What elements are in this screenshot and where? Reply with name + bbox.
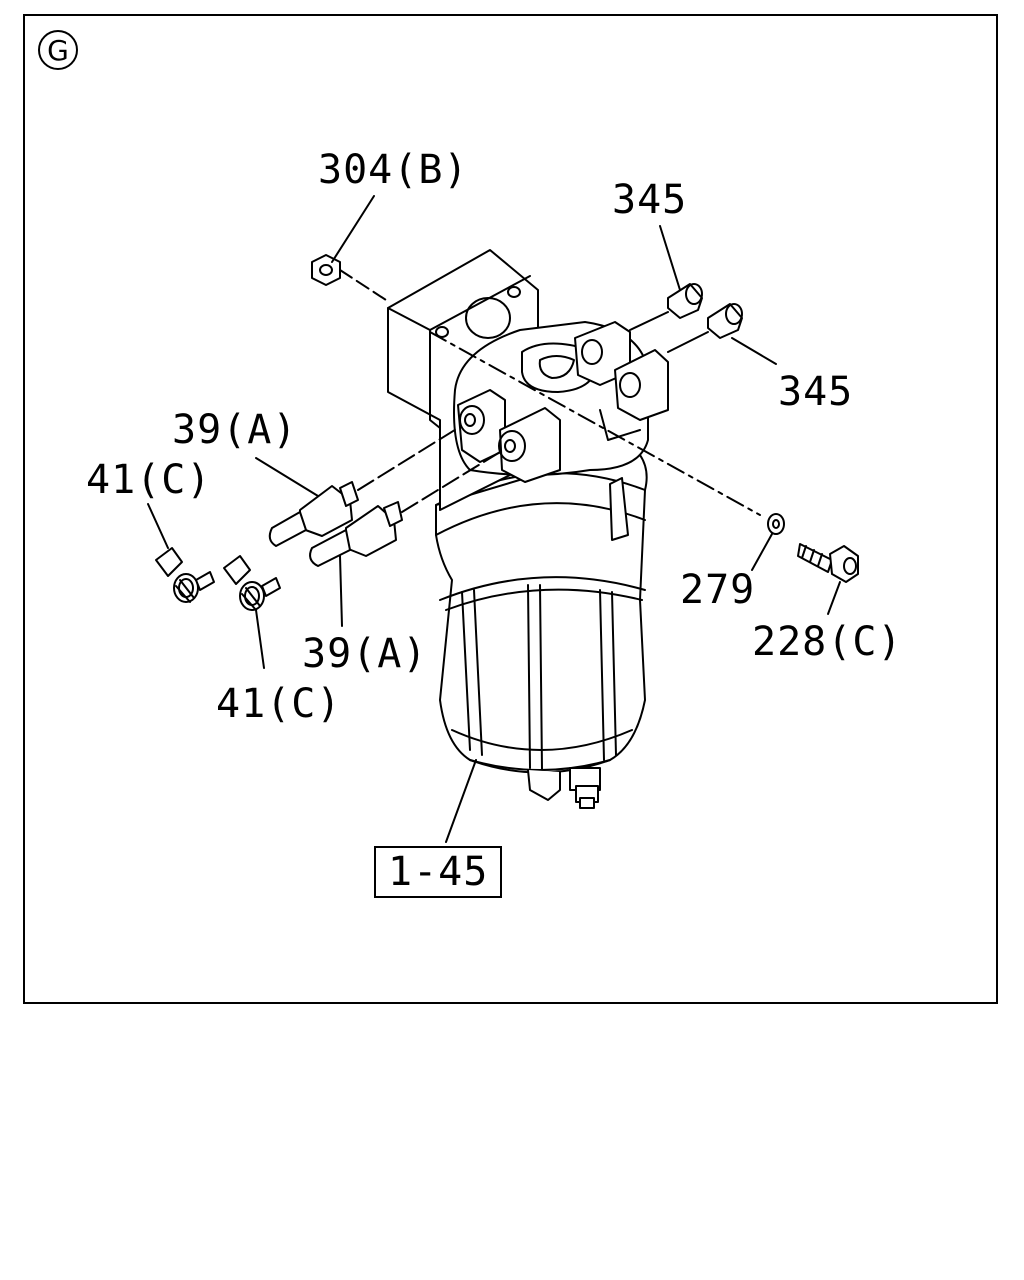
view-marker: G	[38, 30, 78, 70]
nut-304	[311, 254, 387, 301]
plug-345-right	[667, 303, 743, 353]
diagram-frame	[23, 14, 998, 1004]
fitting-39-bottom	[309, 451, 501, 567]
callout-39-a-top: 39(A)	[172, 407, 298, 453]
mounting-axis	[429, 331, 761, 516]
callout-345-top: 345	[612, 177, 688, 223]
bolt-228	[797, 543, 859, 583]
clamp-41-left	[155, 547, 215, 603]
leader-lines	[147, 195, 841, 843]
fitting-39-top	[268, 427, 459, 547]
washer-279	[767, 513, 785, 535]
callout-1-45-assembly: 1-45	[374, 846, 503, 898]
callout-41-c-left: 41(C)	[86, 457, 212, 503]
callout-279: 279	[680, 567, 756, 613]
callout-39-a-bottom: 39(A)	[302, 631, 428, 677]
callout-345-right: 345	[778, 369, 854, 415]
clamp-41-right	[223, 555, 281, 611]
callout-41-c-bottom: 41(C)	[216, 681, 342, 727]
callout-304-b: 304(B)	[318, 147, 469, 193]
plug-345-top	[629, 283, 703, 331]
callout-228-c: 228(C)	[752, 619, 903, 665]
filter-bowl	[435, 449, 648, 809]
